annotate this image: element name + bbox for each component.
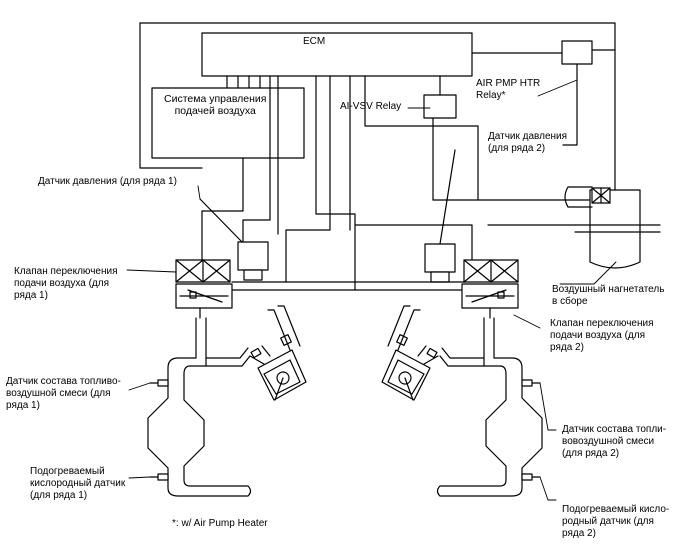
pressure-sensor-bank1-label: Датчик давления (для ряда 1) [38,176,177,187]
ecm-box [201,32,473,77]
af-sensor-bank1 [149,379,169,387]
engine-cylinder-bank2 [381,305,439,401]
switching-valve-bank1-label: Клапан переключения подачи воздуха (для … [14,266,118,301]
outer-harness-frame [139,22,616,196]
o2-sensor-bank2 [521,473,541,481]
ai-vsv-relay-label: AI-VSV Relay [340,101,402,112]
air-pump-assembly [564,186,661,269]
leader-lines [126,79,617,501]
air-pipe [231,281,465,291]
af-sensor-bank2 [521,379,541,387]
ecm-label: ECM [303,36,326,47]
switching-valve-bank2 [461,259,519,319]
wiring [199,49,616,291]
pressure-sensor-bank1 [237,241,269,281]
pressure-sensor-bank2 [424,243,456,283]
air-pmp-htr-relay-label: AIR PMP HTR Relay* [476,78,541,101]
exhaust-pipe-bank1 [147,317,252,497]
o2-sensor-bank1 [149,473,169,481]
o2-sensor-bank2-label: Подогреваемый кисло- родный датчик (для … [562,504,670,539]
af-sensor-bank2-label: Датчик состава топли- вовоздушной смеси … [562,424,667,459]
switching-valve-bank1 [175,259,233,319]
af-sensor-bank1-label: Датчик состава топливо- воздушной смеси … [6,376,121,411]
switching-valve-bank2-label: Клапан переключения подачи воздуха (для … [550,318,654,353]
pressure-sensor-bank2-label: Датчик давления (для ряда 2) [488,131,568,154]
o2-sensor-bank1-label: Подогреваемый кислородный датчик (для ря… [30,466,126,501]
air-pump-assembly-label: Воздушный нагнетатель в сборе [552,284,665,307]
air-pmp-htr-relay-box [561,40,593,65]
footnote: *: w/ Air Pump Heater [172,518,268,529]
engine-cylinder-bank1 [249,305,307,401]
air-system-box [151,75,305,159]
ai-vsv-relay-box [423,94,457,119]
exhaust-pipe-bank2 [436,317,543,497]
air-system-label: Система управления подачей воздуха [164,93,267,117]
